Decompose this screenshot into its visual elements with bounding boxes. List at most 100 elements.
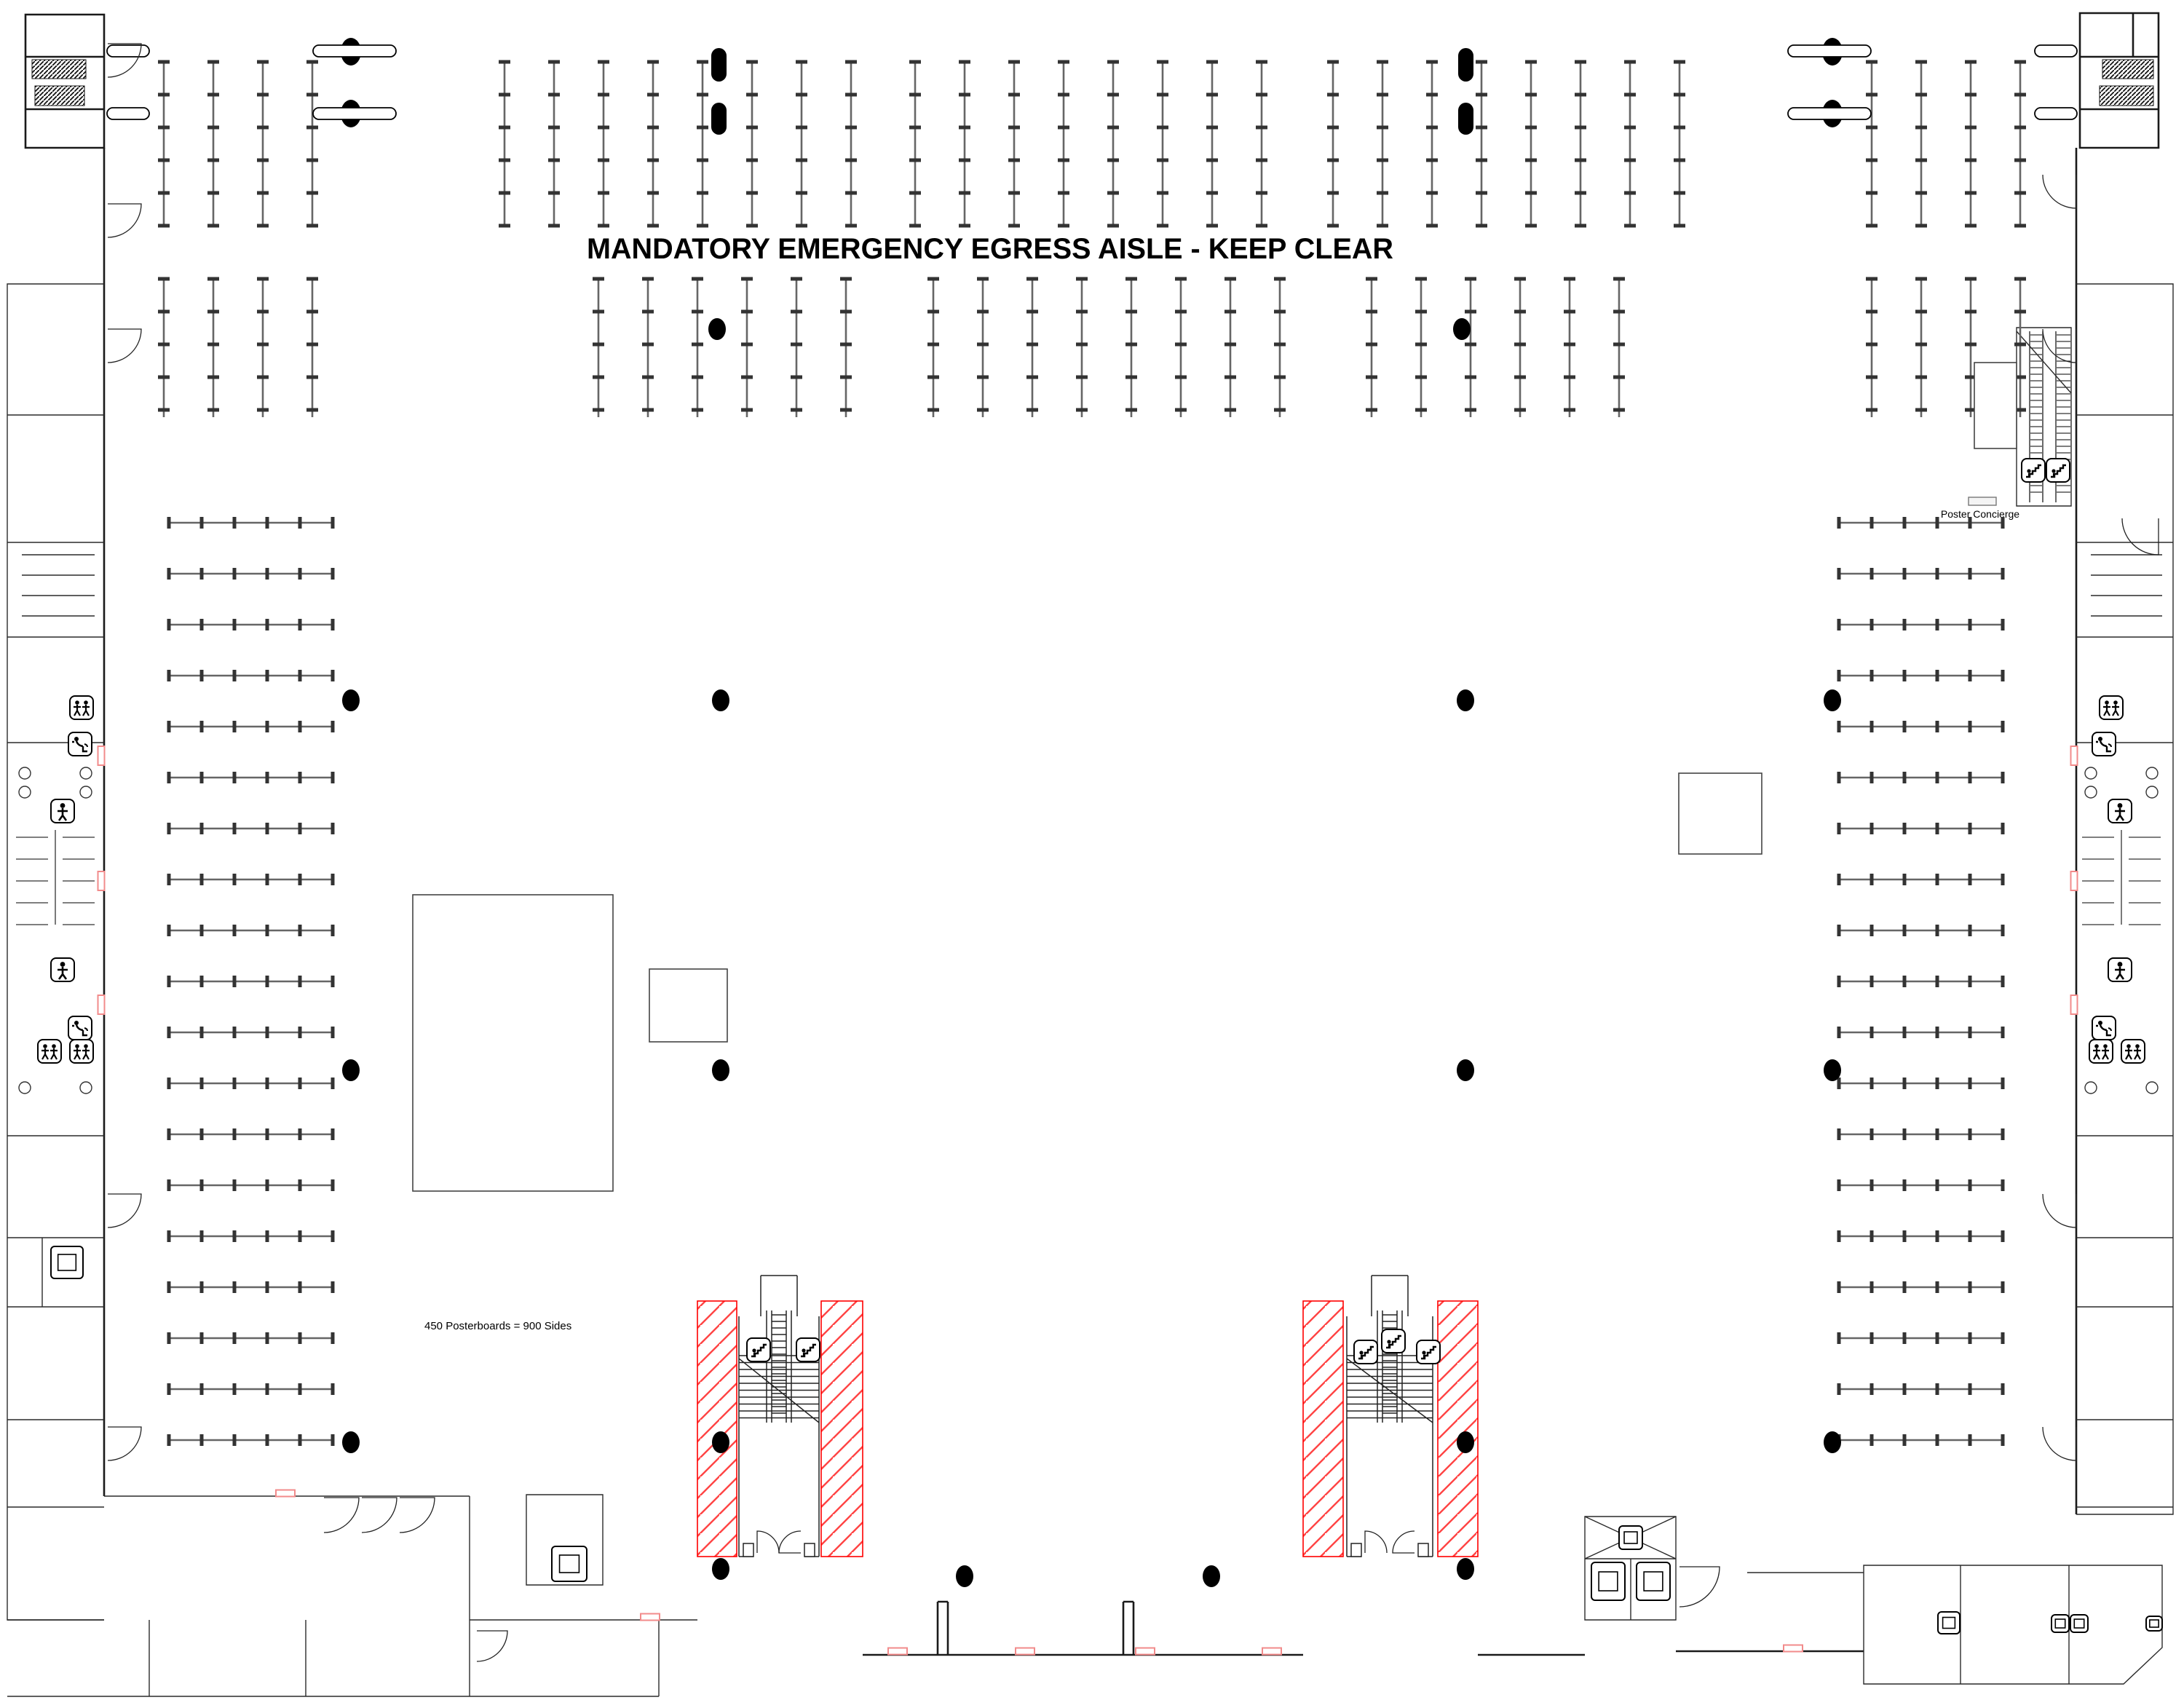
posterboard-zone-8-dividers (1366, 277, 1625, 412)
fire-safety-marker (2070, 746, 2078, 766)
elevator-car-door (1643, 1571, 1663, 1592)
restroom-sink (79, 1081, 92, 1094)
stair-door-jamb (1350, 1543, 1362, 1557)
rail-stanchion-post (1458, 103, 1473, 135)
structural-column (712, 689, 729, 711)
restroom-person-icon (2107, 957, 2133, 983)
structural-column (1824, 689, 1841, 711)
poster-concierge-desk (1968, 497, 1997, 506)
door-swing (107, 328, 142, 363)
keep-clear-hatch-zone (1437, 1300, 1479, 1557)
lounge-and-food-box-309 (649, 968, 728, 1043)
door-swing (323, 1497, 360, 1533)
rail-stanchion (2034, 44, 2078, 58)
restroom-person-icon (50, 957, 76, 983)
strategic-partners-hub-box (412, 894, 614, 1192)
posterboard-zone-3 (1332, 62, 1681, 226)
posterboard-zone-11-dividers (1837, 517, 2005, 1446)
door-swing (2042, 1426, 2077, 1461)
posterboard-zone-9-dividers (1866, 277, 2026, 412)
elevator-car-door (2149, 1619, 2159, 1628)
restroom-double-person-icon (2098, 695, 2124, 721)
restroom-stalls (16, 830, 95, 925)
drinking-fountain-icon (67, 1015, 93, 1041)
restroom-sink (2145, 1081, 2159, 1094)
door-swing (2121, 518, 2159, 556)
elevator-car-door (558, 1554, 580, 1573)
structural-column (1457, 689, 1474, 711)
structural-column (1457, 1558, 1474, 1580)
fire-safety-marker (1135, 1647, 1155, 1656)
posterboard-zone-0 (162, 62, 314, 226)
restroom-sink (18, 767, 31, 780)
rail-stanchion (106, 44, 150, 58)
drinking-fountain-icon (67, 731, 93, 757)
restroom-sink (2145, 786, 2159, 799)
restroom-sink (18, 786, 31, 799)
escalator-icon (2020, 457, 2046, 483)
restroom-double-person-icon (36, 1038, 63, 1064)
door-swing (1679, 1566, 1720, 1608)
fire-safety-marker (97, 746, 106, 766)
posterboard-zone-4 (1870, 62, 2022, 226)
egress-aisle-notice: MANDATORY EMERGENCY EGRESS AISLE - KEEP … (587, 233, 1393, 265)
rail-stanchion-post (711, 103, 727, 135)
elevator-car-door (1598, 1571, 1618, 1592)
posterboard-zone-8 (1370, 279, 1621, 417)
posterboard-zone-11 (1839, 521, 2003, 1442)
restroom-stalls (2082, 830, 2161, 925)
drinking-fountain-icon (2091, 1015, 2117, 1041)
fire-safety-marker (2070, 871, 2078, 891)
fire-safety-marker (1015, 1647, 1035, 1656)
corner-block-northwest (24, 13, 106, 149)
door-swing (1364, 1530, 1388, 1554)
structural-column (712, 1431, 729, 1453)
fire-safety-marker (275, 1489, 296, 1498)
restroom-double-person-icon (2088, 1038, 2114, 1064)
structural-column (1824, 1431, 1841, 1453)
door-swing (476, 1630, 508, 1662)
structural-column (1453, 318, 1471, 340)
corner-escalator-tread (2102, 59, 2154, 79)
posterboard-zone-5-dividers (158, 277, 318, 412)
restroom-double-person-icon (2120, 1038, 2146, 1064)
posterboard-zone-4-dividers (1866, 60, 2026, 228)
corner-block-northeast (2078, 12, 2160, 149)
rail-stanchion-post (1458, 48, 1473, 82)
drinking-fountain-icon (2091, 731, 2117, 757)
keep-clear-hatch-zone (820, 1300, 863, 1557)
keep-clear-hatch-zone (1302, 1300, 1344, 1557)
door-swing (107, 1193, 142, 1228)
rail-stanchion (312, 107, 397, 120)
restroom-person-icon (50, 798, 76, 824)
escalator-icon (2045, 457, 2071, 483)
escalator-icon (1415, 1339, 1441, 1365)
door-swing (107, 203, 142, 238)
door-swing (2042, 1193, 2077, 1228)
structural-column (956, 1565, 973, 1587)
door-swing (778, 1530, 802, 1554)
posterboard-zone-6 (597, 279, 847, 417)
fire-safety-marker (97, 871, 106, 891)
lounge-and-food-box-1119 (1678, 772, 1762, 855)
rail-stanchion (1787, 107, 1872, 120)
structural-column (712, 1558, 729, 1580)
structural-column (342, 1431, 360, 1453)
escalator-icon (795, 1337, 821, 1363)
escalator-icon (1353, 1339, 1379, 1365)
fire-safety-marker (640, 1613, 660, 1621)
structural-column (1203, 1565, 1220, 1587)
corner-escalator-tread (31, 59, 87, 79)
posterboard-zone-5 (162, 279, 314, 417)
rooms-west-band (7, 283, 104, 1621)
stair-door-jamb (743, 1543, 754, 1557)
door-swing (1392, 1530, 1415, 1554)
structural-column (1457, 1059, 1474, 1081)
elevator-car-door (57, 1254, 77, 1271)
posterboard-zone-10-dividers (167, 517, 335, 1446)
fire-safety-marker (1783, 1644, 1803, 1653)
corner-escalator-tread (34, 85, 85, 106)
posterboard-zone-1 (503, 62, 852, 226)
posterboard-zone-7-dividers (927, 277, 1286, 412)
